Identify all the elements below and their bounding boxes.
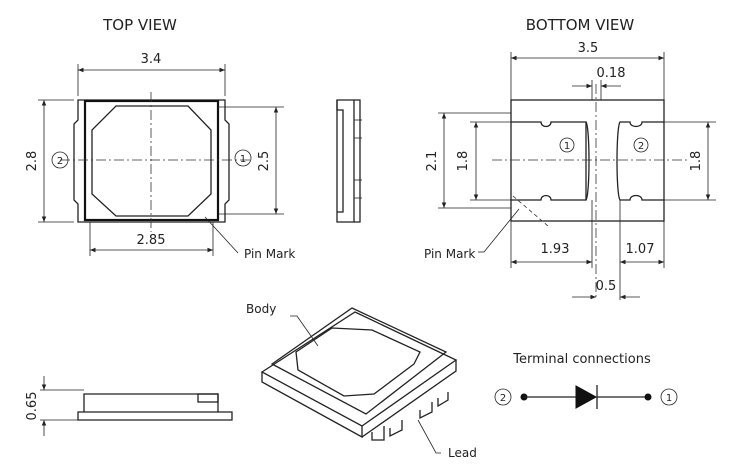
terminal-pin-1-marker bbox=[660, 388, 678, 406]
top-view-title: TOP VIEW bbox=[102, 16, 177, 34]
top-body-outline bbox=[83, 99, 220, 222]
side-body bbox=[336, 99, 355, 223]
bottom-pin-mark-label: Pin Mark bbox=[424, 247, 475, 261]
bottom-pin-mark-chamfer bbox=[512, 195, 549, 227]
bottom-pad-2 bbox=[616, 121, 664, 201]
iso-lens bbox=[295, 327, 421, 397]
bottom-gap-value: 0.18 bbox=[597, 66, 626, 81]
top-package-outline bbox=[73, 99, 230, 223]
terminal-pin-2-label: 2 bbox=[500, 393, 506, 404]
bottom-left-pad-width-value: 1.93 bbox=[541, 242, 570, 257]
terminal-pin-2-marker bbox=[494, 388, 512, 406]
top-width-value: 3.4 bbox=[141, 52, 162, 67]
bottom-pad-1 bbox=[511, 121, 587, 201]
top-inner-width-value: 2.85 bbox=[137, 233, 166, 248]
diode-triangle-icon bbox=[575, 385, 598, 409]
bottom-view: BOTTOM VIEW 3.5 0.18 1 2 2.1 bbox=[424, 16, 716, 300]
top-pin-right-label: 1 bbox=[240, 154, 246, 165]
isometric-view: Body Lead bbox=[246, 302, 477, 460]
iso-lead-leader bbox=[417, 419, 441, 454]
top-pin-2-marker bbox=[51, 151, 69, 169]
terminal-title: Terminal connections bbox=[512, 352, 651, 367]
bottom-left-pad-height-value: 1.8 bbox=[456, 151, 471, 172]
bottom-pad-1-marker bbox=[559, 137, 575, 153]
top-pin-left-label: 2 bbox=[57, 156, 63, 167]
iso-body-label: Body bbox=[246, 302, 276, 316]
iso-lead-label: Lead bbox=[448, 446, 477, 460]
iso-body-top bbox=[270, 307, 448, 415]
top-inner-height-value: 2.5 bbox=[257, 151, 272, 172]
bottom-pad-1-label: 1 bbox=[564, 141, 570, 152]
top-view: TOP VIEW 3.4 2.8 2 1 2.5 bbox=[25, 16, 295, 261]
bottom-height-value: 2.1 bbox=[425, 151, 440, 172]
top-pin-mark-label: Pin Mark bbox=[244, 247, 295, 261]
top-pin-mark-leader bbox=[204, 216, 239, 254]
bottom-right-pad-height-value: 1.8 bbox=[689, 151, 704, 172]
iso-body-leader bbox=[290, 315, 319, 347]
top-pin-1-marker bbox=[234, 149, 252, 167]
bottom-width-value: 3.5 bbox=[578, 41, 599, 56]
bottom-body-outline bbox=[510, 99, 665, 222]
terminal-pin-1-label: 1 bbox=[666, 393, 672, 404]
top-lens-octagon bbox=[91, 105, 212, 217]
bottom-pad-spacing-value: 0.5 bbox=[596, 279, 617, 294]
terminal-node-right bbox=[644, 393, 652, 401]
bottom-pin-mark-leader bbox=[483, 208, 520, 253]
profile-thickness-value: 0.65 bbox=[25, 392, 40, 421]
side-profile-view: 0.65 bbox=[25, 376, 233, 436]
profile-body bbox=[83, 393, 219, 412]
terminal-connections: Terminal connections 2 1 bbox=[494, 352, 678, 409]
bottom-pad-2-label: 2 bbox=[638, 141, 644, 152]
bottom-pad-2-marker bbox=[633, 137, 649, 153]
top-height-value: 2.8 bbox=[25, 151, 40, 172]
side-view bbox=[336, 99, 362, 223]
bottom-right-pad-width-value: 1.07 bbox=[626, 242, 655, 257]
profile-base bbox=[77, 411, 233, 421]
bottom-view-title: BOTTOM VIEW bbox=[526, 16, 635, 34]
